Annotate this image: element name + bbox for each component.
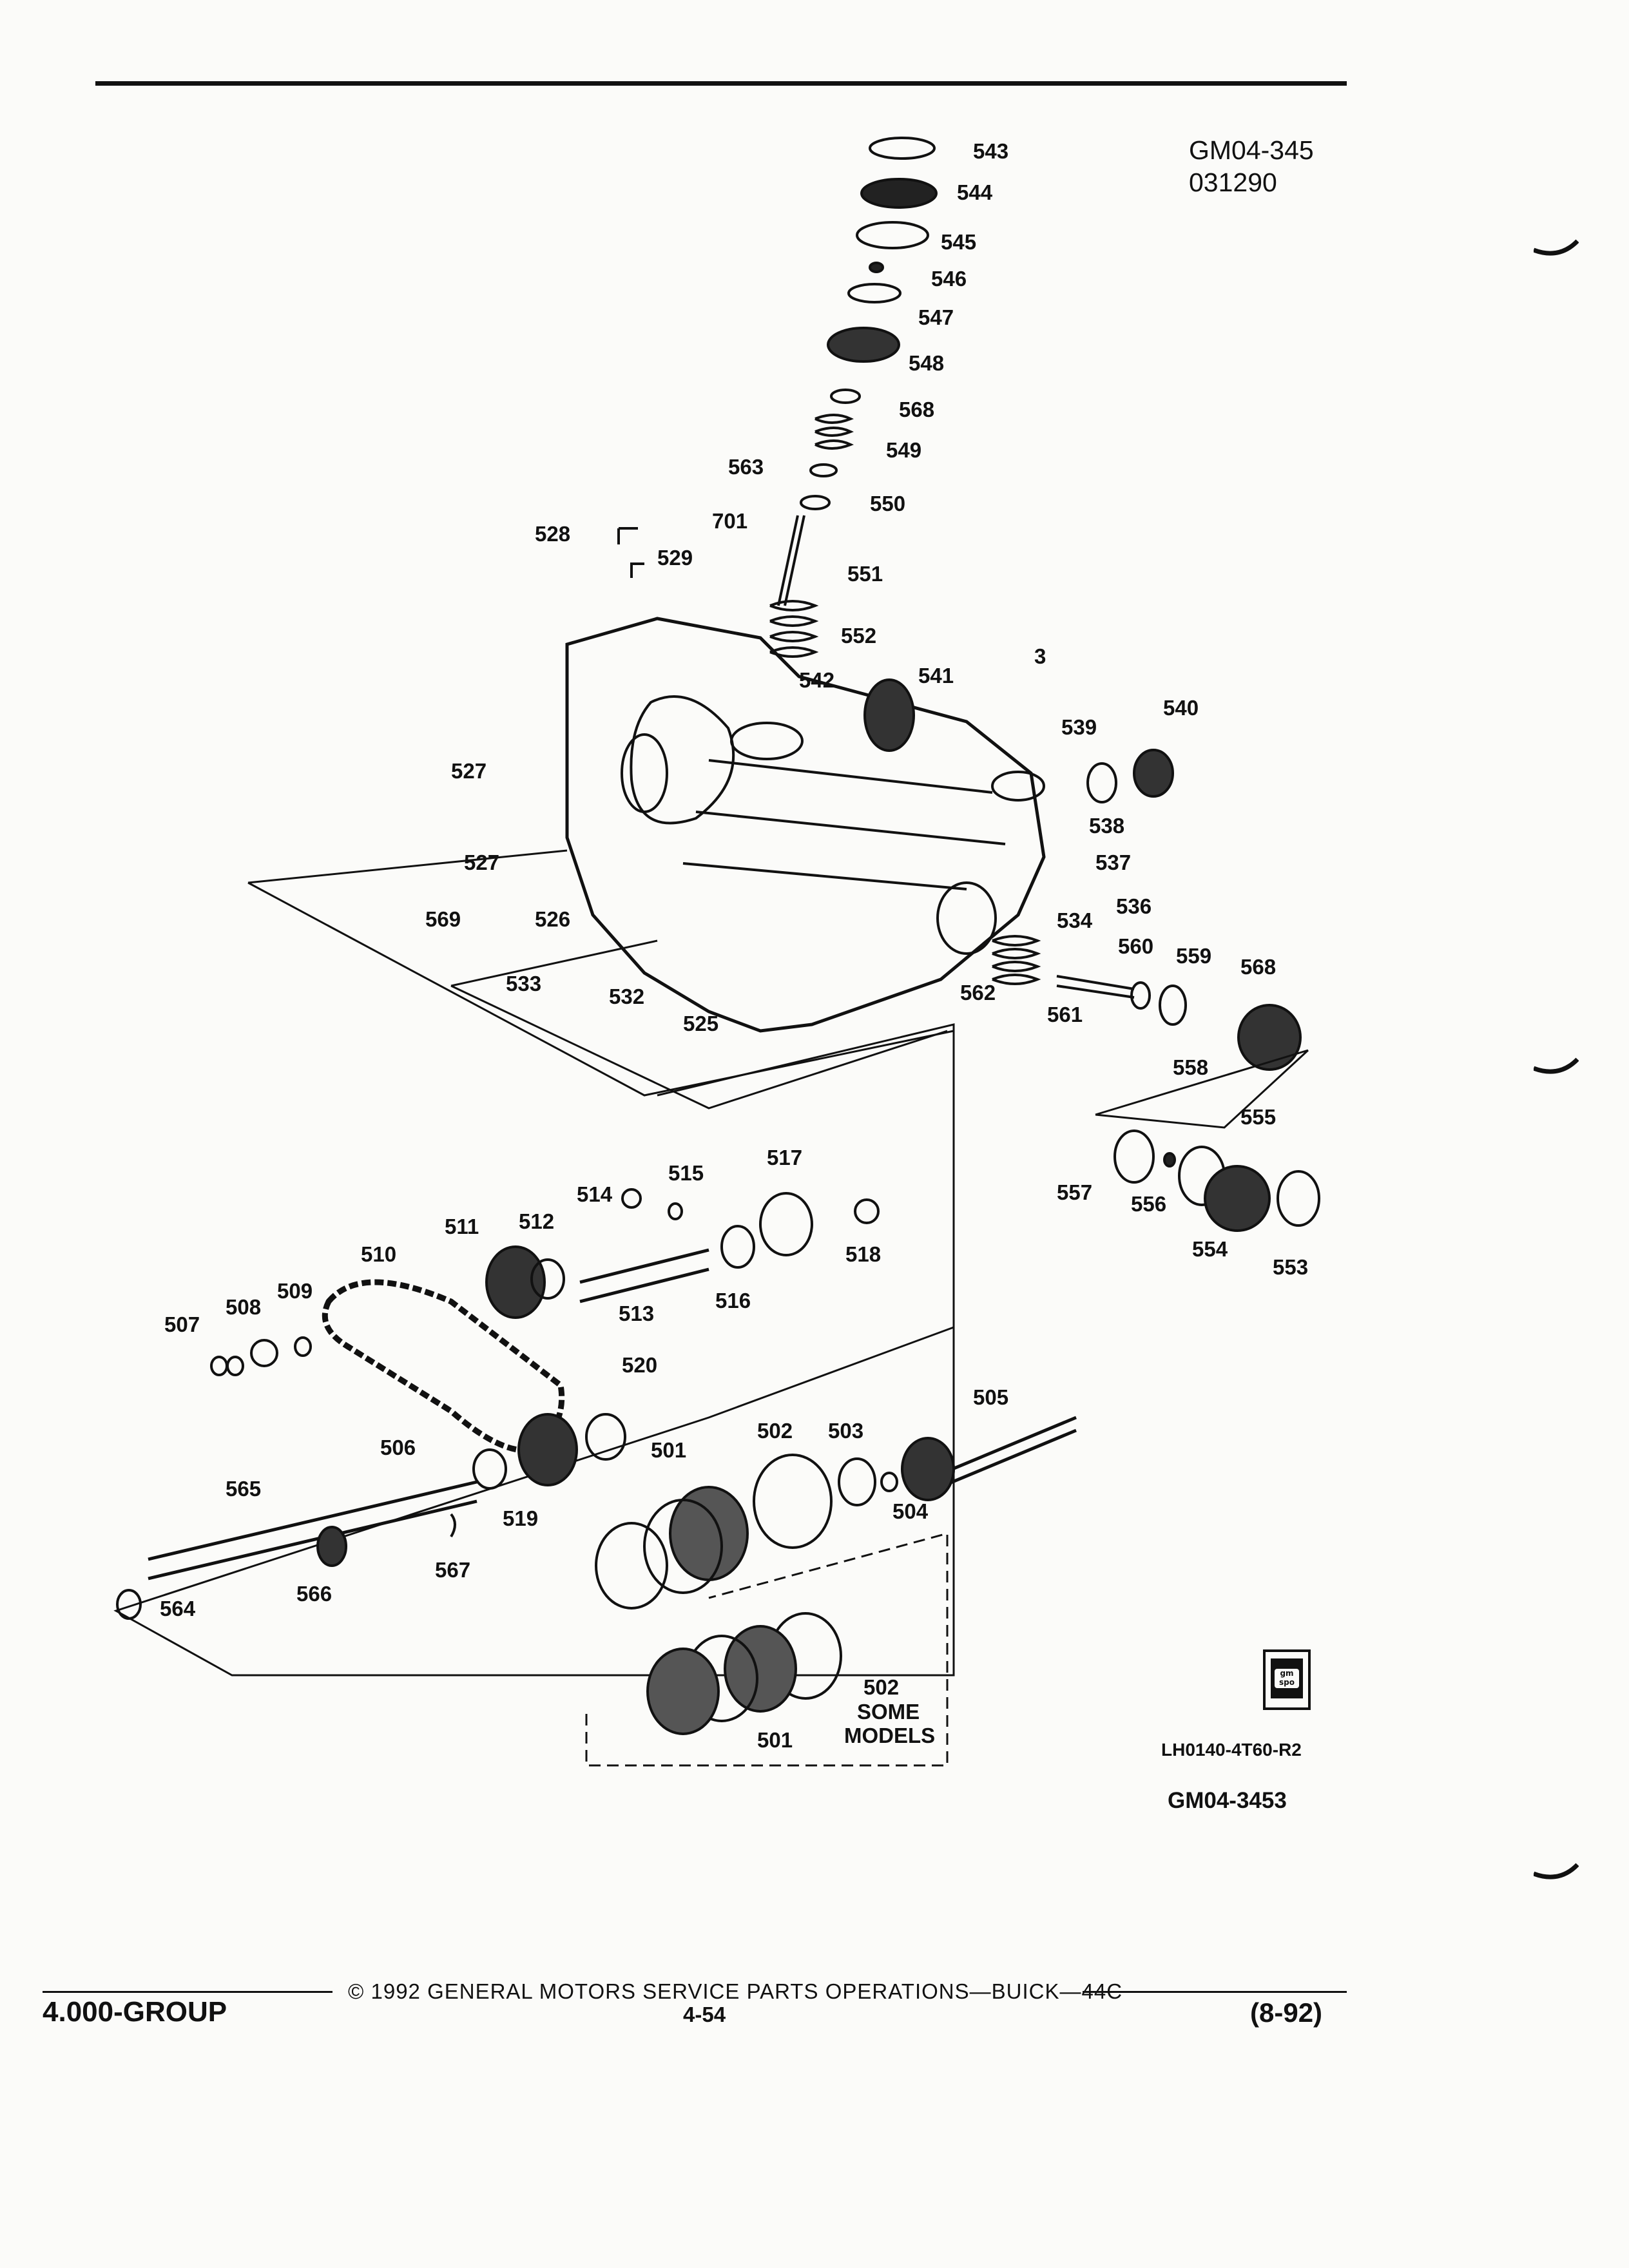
callout-554: 554 bbox=[1192, 1237, 1228, 1261]
callout-510: 510 bbox=[361, 1242, 396, 1266]
callout-559: 559 bbox=[1176, 944, 1211, 968]
callout-563: 563 bbox=[728, 455, 764, 479]
callout-512: 512 bbox=[519, 1209, 554, 1233]
callout-544: 544 bbox=[957, 180, 993, 204]
callout-558: 558 bbox=[1173, 1055, 1208, 1079]
figure-ref: GM04-3453 bbox=[1168, 1788, 1287, 1813]
part-cover-drawing bbox=[860, 178, 938, 209]
callout-539: 539 bbox=[1061, 715, 1097, 739]
callout-529: 529 bbox=[657, 546, 693, 570]
callout-507: 507 bbox=[164, 1312, 200, 1336]
callout-532: 532 bbox=[609, 985, 644, 1008]
callout-556: 556 bbox=[1131, 1192, 1166, 1216]
callout-513: 513 bbox=[619, 1302, 654, 1325]
illustration-ref: LH0140-4T60-R2 bbox=[1161, 1740, 1302, 1760]
callout-551: 551 bbox=[847, 562, 883, 586]
callout-503: 503 bbox=[828, 1419, 863, 1443]
callout-514: 514 bbox=[577, 1182, 613, 1206]
callout-540: 540 bbox=[1163, 696, 1199, 720]
callout-511: 511 bbox=[445, 1215, 479, 1238]
callout-517: 517 bbox=[767, 1146, 802, 1169]
part-spring-drawing bbox=[815, 414, 854, 450]
some-models-line2: MODELS bbox=[844, 1724, 935, 1747]
callout-505: 505 bbox=[973, 1385, 1008, 1409]
binding-mark-1 bbox=[1534, 239, 1579, 256]
callout-555: 555 bbox=[1240, 1105, 1276, 1129]
callout-546: 546 bbox=[931, 267, 967, 291]
callout-3: 3 bbox=[1034, 644, 1046, 668]
callout-564: 564 bbox=[160, 1597, 196, 1620]
part-piston-drawing bbox=[827, 327, 900, 363]
callout-553: 553 bbox=[1273, 1255, 1308, 1279]
callout-502: 502 bbox=[757, 1419, 793, 1443]
callout-534: 534 bbox=[1057, 908, 1093, 932]
callout-565: 565 bbox=[226, 1477, 261, 1501]
top-rule bbox=[95, 81, 1347, 86]
callout-567: 567 bbox=[435, 1558, 470, 1582]
callout-557: 557 bbox=[1057, 1180, 1092, 1204]
callout-548: 548 bbox=[909, 351, 944, 375]
footer-date: (8-92) bbox=[1250, 1997, 1323, 2028]
header-id-line2: 031290 bbox=[1189, 168, 1277, 197]
callout-569: 569 bbox=[425, 907, 461, 931]
callout-504: 504 bbox=[892, 1499, 929, 1523]
callout-541: 541 bbox=[918, 664, 954, 687]
part-seal-ring-drawing bbox=[856, 221, 929, 249]
callout-527-b: 527 bbox=[464, 850, 499, 874]
callout-568-b: 568 bbox=[1240, 955, 1276, 979]
binding-mark-3 bbox=[1534, 1863, 1579, 1879]
callout-526: 526 bbox=[535, 907, 570, 931]
callout-549: 549 bbox=[886, 438, 921, 462]
callout-542: 542 bbox=[799, 668, 834, 692]
callout-552: 552 bbox=[841, 624, 876, 648]
part-callouts: 543 544 545 546 547 548 568 549 563 550 … bbox=[160, 139, 1308, 1752]
callout-537: 537 bbox=[1095, 850, 1131, 874]
callout-545: 545 bbox=[941, 230, 976, 254]
callout-701: 701 bbox=[712, 509, 747, 533]
callout-516: 516 bbox=[715, 1289, 751, 1312]
header-id-line1: GM04-345 bbox=[1189, 135, 1314, 165]
footer-page-number: 4-54 bbox=[683, 2003, 726, 2026]
part-snap-ring-drawing bbox=[869, 137, 936, 160]
callout-527-a: 527 bbox=[451, 759, 487, 783]
callout-561: 561 bbox=[1047, 1003, 1083, 1026]
drive-sprocket-drawing bbox=[517, 1413, 578, 1486]
callout-502-b: 502 bbox=[863, 1675, 899, 1699]
some-models-line1: SOME bbox=[857, 1700, 920, 1724]
callout-550: 550 bbox=[870, 492, 905, 515]
footer-group: 4.000-GROUP bbox=[43, 1996, 227, 2028]
callout-508: 508 bbox=[226, 1295, 261, 1319]
callout-562: 562 bbox=[960, 981, 996, 1004]
callout-543: 543 bbox=[973, 139, 1008, 163]
callout-519: 519 bbox=[503, 1506, 538, 1530]
input-shaft-drawing bbox=[148, 1480, 477, 1581]
callout-501: 501 bbox=[651, 1438, 686, 1462]
binding-mark-2 bbox=[1534, 1057, 1579, 1074]
case-drawing bbox=[565, 617, 1046, 1033]
gm-spo-logo: gm spo bbox=[1263, 1649, 1311, 1710]
callout-547: 547 bbox=[918, 305, 954, 329]
callout-525: 525 bbox=[683, 1012, 718, 1035]
callout-568: 568 bbox=[899, 398, 934, 421]
callout-518: 518 bbox=[845, 1242, 881, 1266]
callout-520: 520 bbox=[622, 1353, 657, 1377]
callout-533: 533 bbox=[506, 972, 541, 995]
part-servo-spring-drawing bbox=[769, 600, 819, 658]
gm-spo-logo-text: gm spo bbox=[1275, 1669, 1299, 1688]
footer-rule-left bbox=[43, 1991, 333, 1993]
header-id-block: GM04-345 031290 bbox=[1189, 134, 1314, 198]
callout-538: 538 bbox=[1089, 814, 1124, 838]
callout-566: 566 bbox=[296, 1582, 332, 1606]
callout-515: 515 bbox=[668, 1161, 704, 1185]
footer-copyright: © 1992 GENERAL MOTORS SERVICE PARTS OPER… bbox=[348, 1979, 1123, 2003]
callout-560: 560 bbox=[1118, 934, 1153, 958]
footer-rule-right bbox=[1083, 1991, 1347, 1993]
callout-509: 509 bbox=[277, 1279, 313, 1303]
callout-501-b: 501 bbox=[757, 1728, 793, 1752]
callout-528: 528 bbox=[535, 522, 570, 546]
callout-536: 536 bbox=[1116, 894, 1152, 918]
callout-506: 506 bbox=[380, 1436, 416, 1459]
